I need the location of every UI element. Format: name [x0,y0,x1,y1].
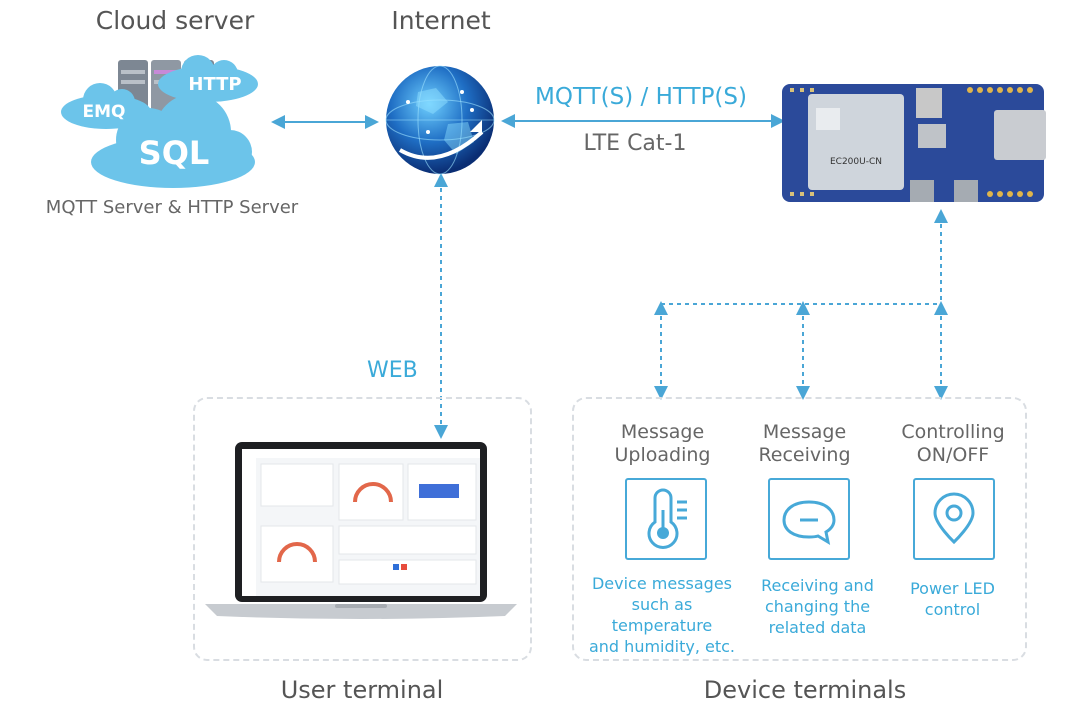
svg-text:SQL: SQL [139,134,210,172]
svg-text:EC200U-CN: EC200U-CN [830,157,882,167]
dev-board-illustration: EC200U-CN [782,84,1046,202]
cloud-server-title: Cloud server [95,6,255,35]
user-terminal-title: User terminal [280,676,444,704]
svg-text:HTTP: HTTP [188,74,241,95]
http-cloud-icon: HTTP [158,55,258,102]
network-label: LTE Cat-1 [583,131,687,156]
chat-bubble-icon-box [768,478,850,560]
web-label: WEB [367,358,418,383]
location-pin-icon [933,492,975,545]
user-terminal-box [193,397,532,661]
server-caption: MQTT Server & HTTP Server [45,197,299,218]
device-terminals-box [572,397,1027,661]
laptop-illustration [205,442,517,619]
thermometer-icon-box [625,478,707,560]
protocol-label: MQTT(S) / HTTP(S) [535,84,747,110]
chat-bubble-icon [782,500,836,546]
wifi-module [994,110,1046,160]
device-terminals-title: Device terminals [703,676,907,704]
sql-cloud-icon: SQL [91,94,255,188]
location-pin-icon-box [913,478,995,560]
emq-cloud-icon: EMQ [61,83,151,129]
globe-icon [385,65,495,175]
cloud-server-illustration: HTTP EMQ SQL [61,55,258,188]
thermometer-icon [647,488,687,549]
internet-title: Internet [391,6,491,35]
svg-text:EMQ: EMQ [83,102,126,122]
